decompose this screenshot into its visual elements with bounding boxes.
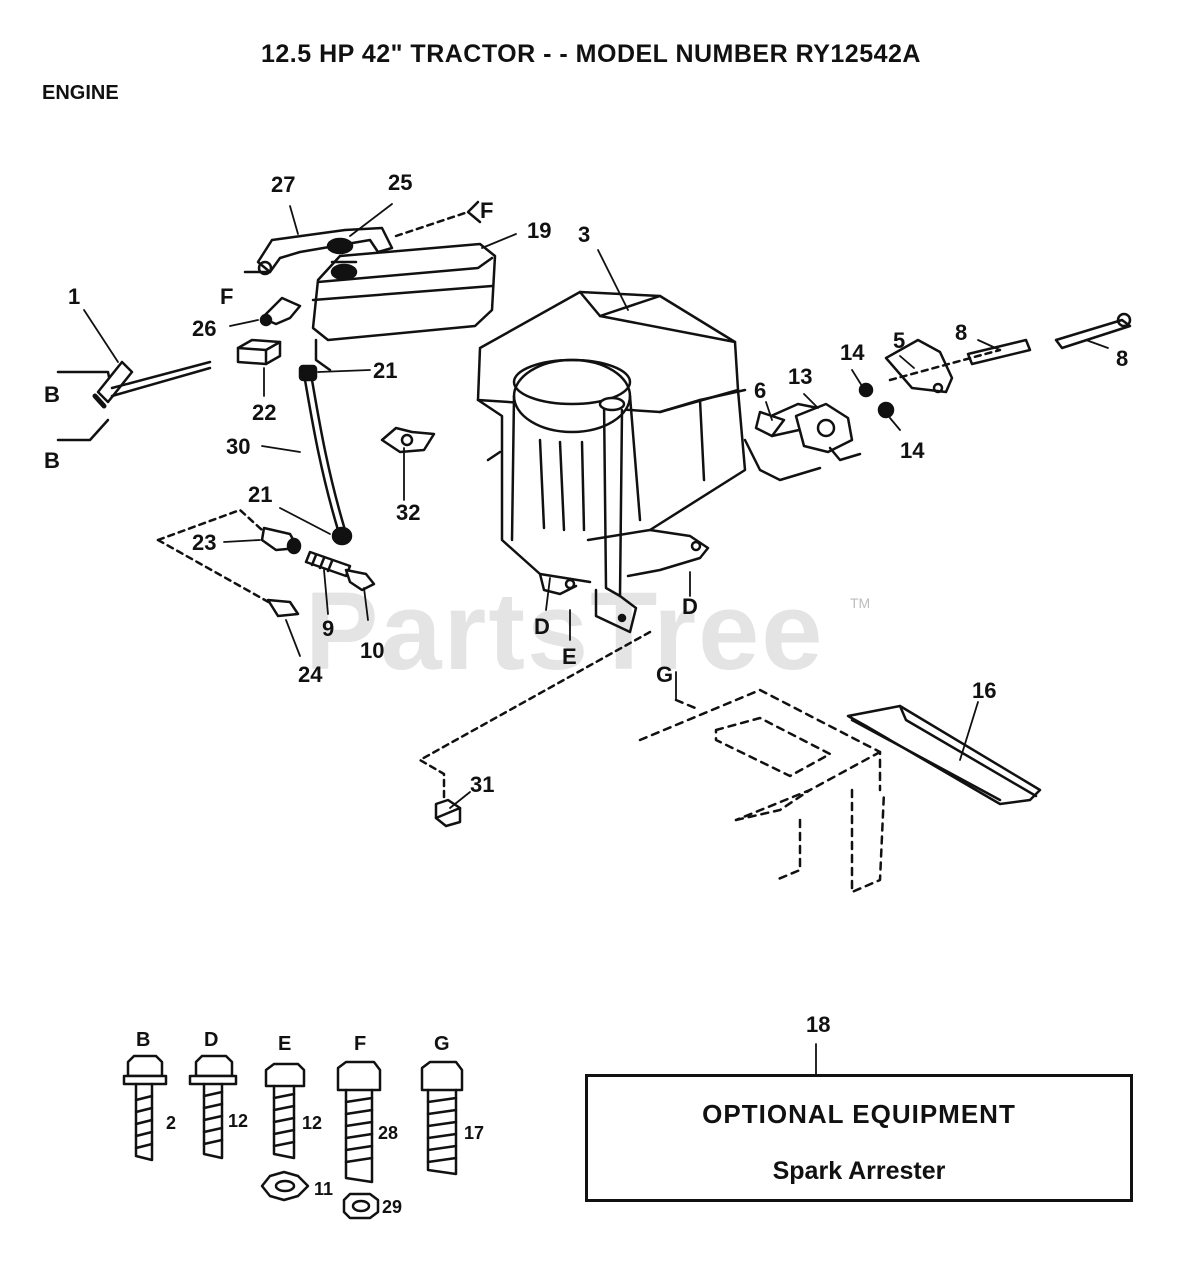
callout-32: 32	[396, 500, 421, 525]
part-32-clip	[380, 426, 436, 454]
callout-5: 5	[893, 328, 906, 353]
fastener-label-g: G	[434, 1033, 450, 1055]
callout-11: 11	[314, 1179, 334, 1199]
leader-lines	[83, 203, 1109, 1075]
f-arrow-mark	[466, 200, 482, 224]
optional-equipment-item: Spark Arrester	[772, 1157, 946, 1185]
fastener-f-bolt	[336, 1060, 382, 1184]
callout-26: 26	[192, 316, 217, 341]
ref-letter-b-upper: B	[44, 382, 60, 407]
callout-28: 28	[378, 1123, 399, 1143]
callout-13: 13	[788, 364, 813, 389]
fuel-filter-assembly	[156, 508, 376, 618]
part-29-nut	[342, 1192, 380, 1220]
callout-27: 27	[271, 172, 296, 197]
callout-24: 24	[298, 662, 323, 687]
callout-8-right: 8	[1116, 346, 1129, 371]
callout-12-d: 12	[228, 1111, 249, 1131]
fastener-label-b: B	[136, 1029, 151, 1051]
ref-letter-d-right: D	[682, 594, 698, 619]
callout-10: 10	[360, 638, 385, 663]
f-connection	[394, 210, 470, 238]
callout-1: 1	[68, 284, 81, 309]
fastener-e-bolt	[264, 1062, 306, 1160]
fastener-b-bolt	[122, 1054, 168, 1162]
part-1-dipstick	[56, 360, 212, 442]
ref-letter-b-lower: B	[44, 448, 60, 473]
page-title: 12.5 HP 42" TRACTOR - - MODEL NUMBER RY1…	[261, 40, 921, 68]
callout-23: 23	[192, 530, 217, 555]
fastener-label-f: F	[354, 1033, 367, 1055]
part-3-engine	[476, 290, 822, 634]
callout-8-left: 8	[955, 320, 968, 345]
fastener-g-bolt	[420, 1060, 464, 1176]
ref-letter-f-right: F	[480, 198, 494, 223]
callout-18: 18	[806, 1012, 831, 1037]
ref-letter-g: G	[656, 662, 674, 687]
callout-30: 30	[226, 434, 251, 459]
callout-29: 29	[382, 1197, 403, 1217]
callout-17: 17	[464, 1123, 485, 1143]
part-31-bolt	[418, 630, 652, 828]
fastener-label-e: E	[278, 1033, 292, 1055]
optional-equipment-title: OPTIONAL EQUIPMENT	[702, 1099, 1016, 1129]
section-label: ENGINE	[42, 82, 119, 104]
frame-outline	[638, 688, 886, 894]
callout-2: 2	[166, 1113, 177, 1133]
ref-letter-f-left: F	[220, 284, 234, 309]
callout-21-lower: 21	[248, 482, 273, 507]
fastener-d-bolt	[188, 1054, 238, 1160]
ref-letter-e: E	[562, 644, 577, 669]
partstree-watermark: PartsTree	[305, 570, 825, 693]
trademark-mark: TM	[850, 595, 871, 611]
callout-6: 6	[754, 378, 767, 403]
part-11-washer	[260, 1170, 310, 1202]
callout-14-upper: 14	[840, 340, 865, 365]
callout-25: 25	[388, 170, 413, 195]
callout-31: 31	[470, 772, 495, 797]
ref-letter-d-left: D	[534, 614, 550, 639]
part-22-pad	[236, 338, 282, 366]
callout-19: 19	[527, 218, 552, 243]
part-16-deflector	[846, 704, 1042, 806]
part-25-cap	[326, 237, 354, 255]
callout-22: 22	[252, 400, 277, 425]
callout-16: 16	[972, 678, 997, 703]
fastener-label-d: D	[204, 1029, 219, 1051]
part-26-clip	[259, 296, 302, 327]
callout-12-e: 12	[302, 1113, 323, 1133]
optional-equipment-box: OPTIONAL EQUIPMENT Spark Arrester	[585, 1074, 1133, 1202]
callout-21-upper: 21	[373, 358, 398, 383]
callout-3: 3	[578, 222, 591, 247]
callout-9: 9	[322, 616, 335, 641]
part-30-fuel-line	[298, 364, 353, 546]
part-19-fuel-tank	[311, 242, 497, 372]
callout-14-lower: 14	[900, 438, 925, 463]
control-assembly	[754, 312, 1132, 462]
